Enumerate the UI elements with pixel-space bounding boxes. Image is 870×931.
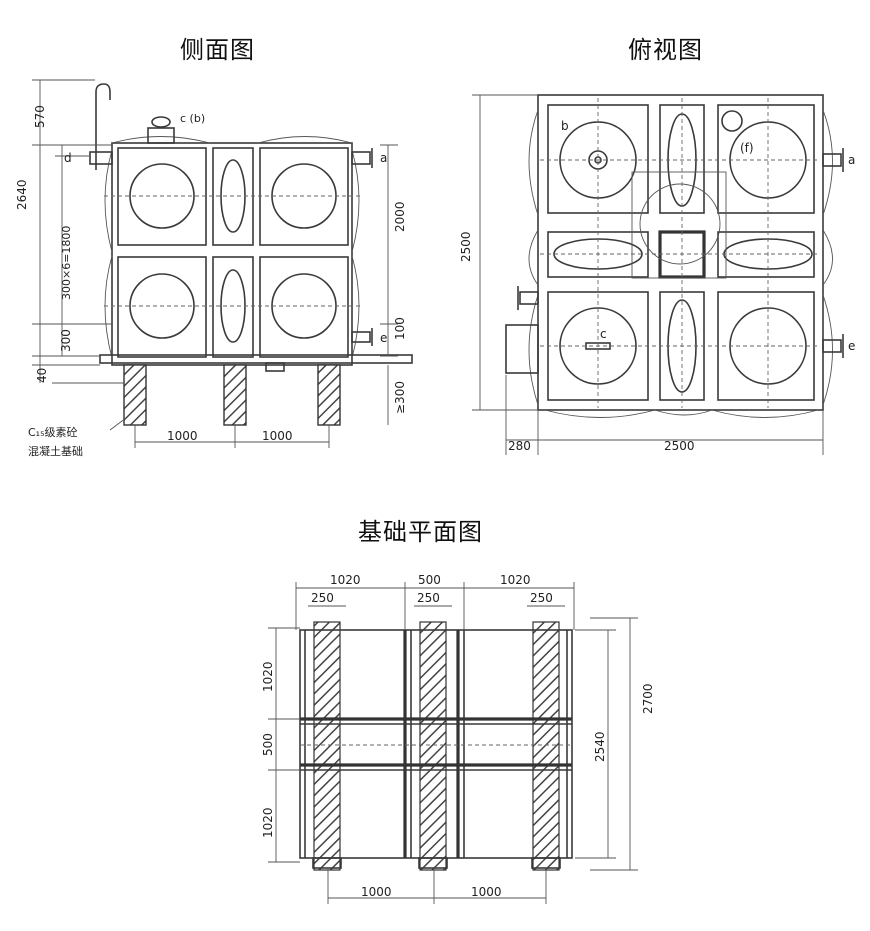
side-view-title: 侧面图 [180,36,255,64]
side-dim-100: 100 [393,317,407,340]
side-dim-300: 300 [59,329,73,352]
top-tank-outline [537,94,824,411]
side-dim-2640: 2640 [15,179,29,210]
base-strip-left [313,621,341,871]
top-dim-2500-h: 2500 [664,439,695,453]
top-pipe-e [822,339,842,353]
side-base-plate [99,354,413,364]
side-drain [265,362,285,372]
base-dim-1020-left-top: 1020 [261,661,275,692]
side-right-bulge [351,149,360,359]
top-label-e: e [848,339,855,353]
side-tank-body [111,142,353,366]
base-strip-right [532,621,560,871]
side-dim-ge300: ≥300 [393,381,407,414]
side-left-bulge [104,149,113,359]
base-dim-500-top: 500 [418,573,441,587]
side-pedestal-right [317,364,341,426]
top-dim-2500-v: 2500 [459,231,473,262]
side-pedestal-left [123,364,147,426]
top-pipe-a [822,153,842,167]
side-top-bulge [111,136,353,144]
side-pipe-a [351,151,371,165]
base-plan: 1020 500 1020 250 250 250 1020 500 1020 … [261,573,655,904]
side-view: 570 2640 300×6=1800 300 40 d 2000 100 ≥3… [15,79,413,458]
side-label-e: e [380,331,387,345]
top-pipe-left [519,291,539,305]
base-dim-2540: 2540 [593,731,607,762]
base-dim-1000-left: 1000 [361,885,392,899]
base-dim-250-right: 250 [530,591,553,605]
side-dim-2000: 2000 [393,201,407,232]
side-concrete-note-2: 混凝土基础 [28,444,83,458]
side-panels [104,147,360,358]
side-dim-1000-left: 1000 [167,429,198,443]
side-dim-40: 40 [35,368,49,383]
base-dim-1020-top-left: 1020 [330,573,361,587]
side-manhole [147,127,175,144]
top-ladder [505,324,539,374]
side-label-a: a [380,151,387,165]
side-label-cb: c (b) [180,112,205,125]
top-view-title: 俯视图 [628,36,703,64]
base-dim-2700: 2700 [641,683,655,714]
base-dim-1000-right: 1000 [471,885,502,899]
top-label-c: c [600,327,607,341]
side-pipe-e [351,331,371,343]
side-dim-1800: 300×6=1800 [60,226,73,300]
base-strip-middle [419,621,447,871]
top-label-a: a [848,153,855,167]
top-dim-280: 280 [508,439,531,453]
base-dim-1020-top-right: 1020 [500,573,531,587]
base-plan-title: 基础平面图 [358,518,483,546]
top-label-b: b [561,119,569,133]
top-label-f: (f) [740,141,754,155]
base-dim-250-middle: 250 [417,591,440,605]
side-pedestal-middle [223,364,247,426]
top-view: b (f) a c e 2500 280 2500 [459,94,855,455]
base-dim-500-left: 500 [261,733,275,756]
base-dim-250-left: 250 [311,591,334,605]
top-panels [540,98,820,408]
side-dim-570: 570 [33,105,47,128]
base-dim-1020-left-bottom: 1020 [261,807,275,838]
side-vent-pipe [95,83,111,170]
side-label-d: d [64,151,72,165]
side-dim-1000-right: 1000 [262,429,293,443]
side-concrete-note-1: C₁₅级素砼 [28,426,78,439]
side-pipe-d [89,151,113,165]
